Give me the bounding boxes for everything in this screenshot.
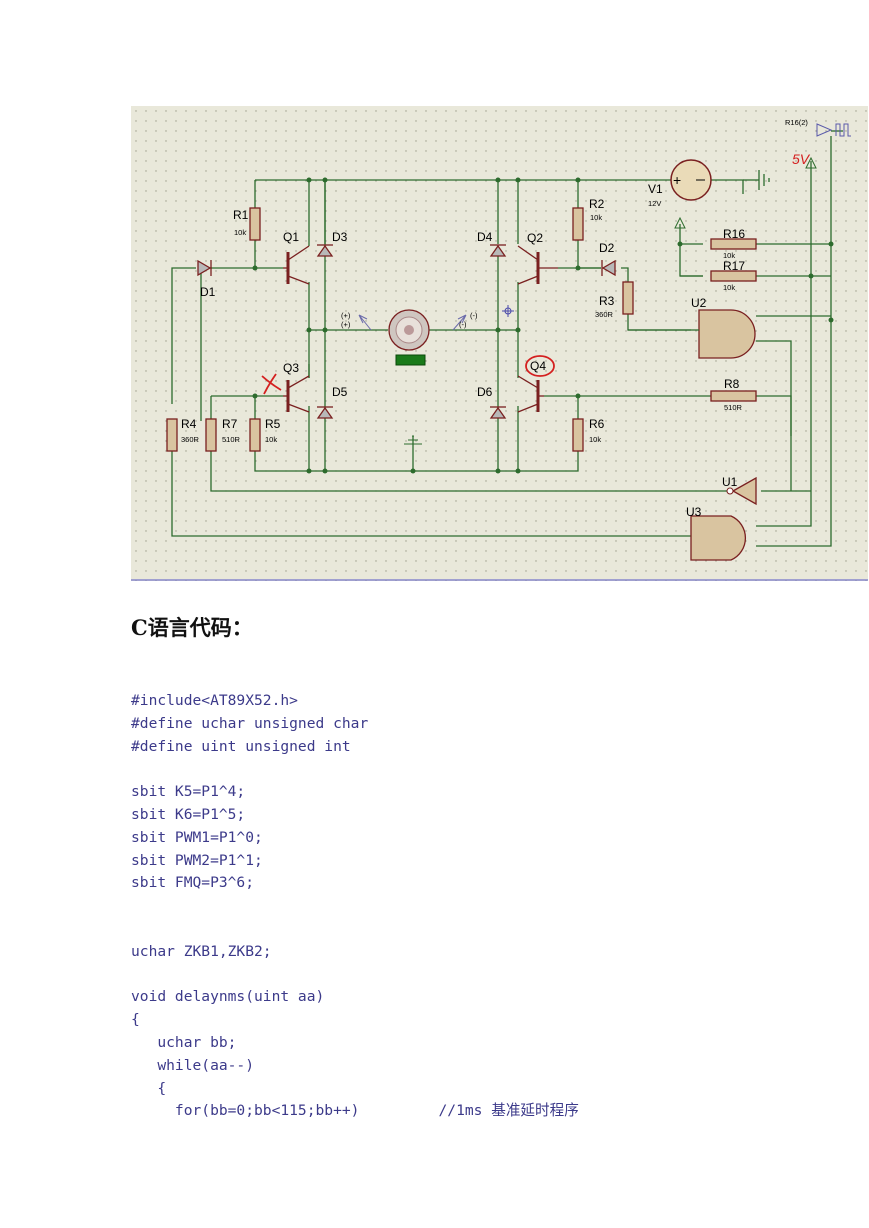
diode-d6 [489, 406, 507, 419]
value-r6: 10k [589, 435, 601, 444]
value-r17: 10k [723, 283, 735, 292]
motor-pin-minus-label: (-) [470, 311, 478, 320]
code-line [131, 964, 579, 987]
code-line: { [131, 1079, 167, 1097]
value-v1: 12V [648, 199, 661, 208]
value-r8: 510R [724, 403, 743, 412]
motor-probe-plus [358, 314, 372, 331]
resistor-r3 [622, 281, 634, 315]
label-u3: U3 [686, 505, 702, 519]
value-r5: 10k [265, 435, 277, 444]
code-line: sbit PWM1=P1^0; [131, 828, 263, 846]
code-line [131, 918, 579, 941]
and-gate-u2 [628, 309, 756, 359]
motor [388, 309, 430, 366]
transistor-q2 [517, 245, 558, 285]
label-r8: R8 [724, 377, 740, 391]
resistor-r16 [710, 238, 757, 250]
code-line [131, 758, 579, 781]
label-d6: D6 [477, 385, 493, 399]
resistor-r1 [249, 207, 261, 241]
label-r2: R2 [589, 197, 605, 211]
label-d4: D4 [477, 230, 493, 244]
label-q2: Q2 [527, 231, 543, 245]
label-r16: R16 [723, 227, 745, 241]
code-line: #define uchar unsigned char [131, 714, 369, 732]
code-line: for(bb=0;bb<115;bb++) //1ms 基准延时程序 [131, 1102, 579, 1120]
diode-d3 [316, 244, 334, 257]
label-r6: R6 [589, 417, 605, 431]
label-d3: D3 [332, 230, 348, 244]
diode-d5 [316, 406, 334, 419]
resistor-r7 [205, 418, 217, 452]
code-line: uchar ZKB1,ZKB2; [131, 942, 272, 960]
code-line: sbit K6=P1^5; [131, 805, 246, 823]
power-terminal-icon [674, 156, 817, 229]
label-r1: R1 [233, 208, 249, 222]
code-line: #include<AT89X52.h> [131, 692, 298, 709]
resistor-r2 [572, 207, 584, 241]
resistor-r8 [710, 390, 757, 402]
code-line: { [131, 1011, 140, 1029]
label-q3: Q3 [283, 361, 299, 375]
label-generator: R16(2) [785, 118, 808, 127]
motor-pin-plus-label-2: (+) [341, 320, 351, 329]
resistor-r6 [572, 418, 584, 452]
not-gate-u1 [726, 476, 757, 506]
circuit-schematic: (+) (+) (-) (-) + [131, 106, 868, 581]
label-r5: R5 [265, 417, 281, 431]
transistor-q4 [517, 375, 544, 413]
and-gate-u3 [690, 515, 747, 561]
label-v1: V1 [648, 182, 663, 196]
motor-probe-minus [452, 314, 467, 331]
signal-generator-icon [816, 123, 851, 137]
value-r4: 360R [181, 435, 200, 444]
value-r16: 10k [723, 251, 735, 260]
label-r7: R7 [222, 417, 238, 431]
motor-pin-minus-label-2: (-) [459, 320, 467, 329]
ground-symbol-v1 [742, 170, 770, 194]
diode-d2 [601, 259, 616, 277]
label-r4: R4 [181, 417, 197, 431]
label-d2: D2 [599, 241, 615, 255]
crosshair-icon [502, 305, 514, 317]
diode-d4 [489, 244, 507, 257]
label-u2: U2 [691, 296, 707, 310]
code-line: sbit FMQ=P3^6; [131, 874, 255, 892]
code-line: while(aa--) [131, 1056, 255, 1074]
annotation-5v: 5V [792, 151, 811, 167]
label-q4: Q4 [530, 359, 546, 373]
ground-symbol [404, 435, 422, 445]
label-d5: D5 [332, 385, 348, 399]
code-line: void delaynms(uint aa) [131, 988, 325, 1006]
code-heading: C语言代码： [131, 615, 253, 640]
code-line: sbit PWM2=P1^1; [131, 851, 263, 869]
annotation-circle-q4 [525, 355, 555, 377]
value-r7: 510R [222, 435, 241, 444]
transistor-q1 [283, 245, 310, 285]
label-r3: R3 [599, 294, 615, 308]
value-r1: 10k [234, 228, 246, 237]
svg-text:+: + [673, 172, 681, 188]
value-r2: 10k [590, 213, 602, 222]
code-line: sbit K5=P1^4; [131, 783, 246, 801]
transistor-q3 [283, 375, 310, 413]
annotation-cross [261, 373, 282, 395]
label-d1: D1 [200, 285, 216, 299]
code-line: #define uint unsigned int [131, 737, 351, 755]
resistor-r5 [249, 418, 261, 452]
motor-pin-plus-label: (+) [341, 311, 351, 320]
label-u1: U1 [722, 475, 738, 489]
label-r17: R17 [723, 259, 745, 273]
code-line [131, 895, 579, 918]
resistor-r4 [166, 418, 178, 452]
resistor-r17 [710, 270, 757, 282]
junctions [252, 177, 834, 474]
voltage-source-v1: + [670, 159, 712, 201]
code-line: uchar bb; [131, 1033, 237, 1051]
diode-d1 [197, 259, 212, 277]
label-q1: Q1 [283, 230, 299, 244]
code-block: #include<AT89X52.h> #define uchar unsigne… [131, 690, 579, 1123]
value-r3: 360R [595, 310, 614, 319]
